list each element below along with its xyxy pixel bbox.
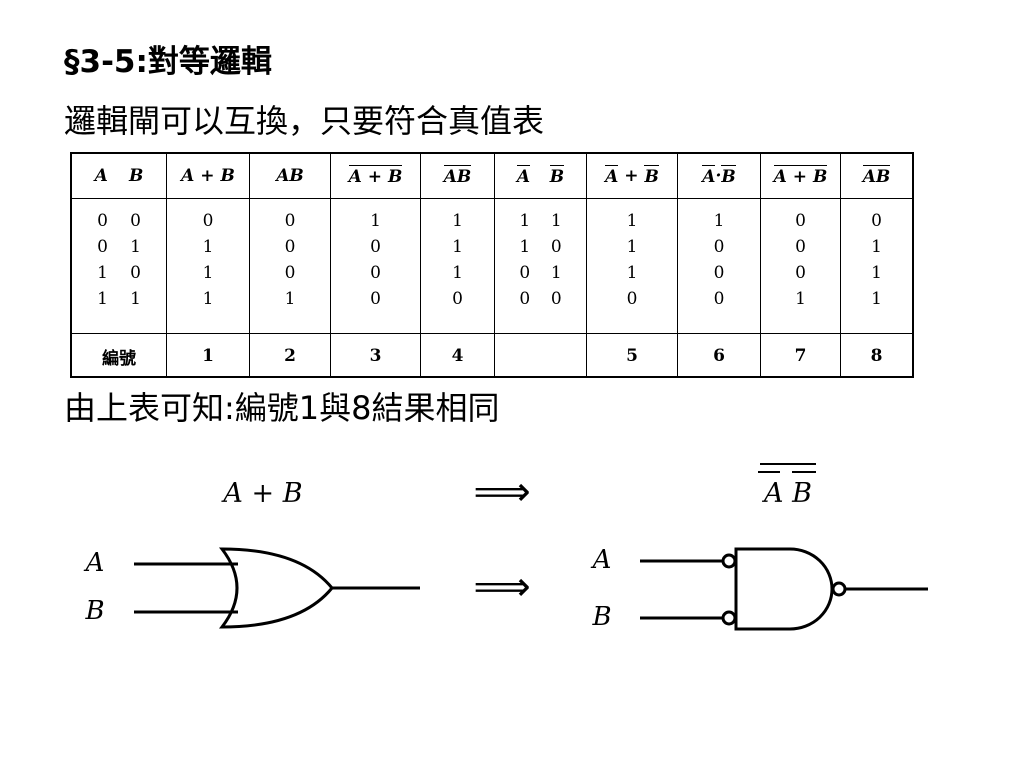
truth-value: 0 [284,263,296,283]
implies-arrow-bottom: ⟹ [473,564,530,610]
page-title: §3-5:對等邏輯 [64,44,272,80]
truth-value: 0 [284,237,296,257]
svg-text:A B: A B [761,478,812,509]
column-values: 1 1 1 0 [627,210,638,344]
truth-value: 0 [550,289,562,309]
conclusion-text: 由上表可知:編號1與8結果相同 [64,389,500,427]
truth-value: 1 [713,211,725,231]
truth-value: 0 [452,289,463,309]
column-values: 0 1 1 1 [203,210,214,344]
left-expression: A + B [220,478,302,509]
truth-value: 0 [795,237,806,257]
truth-value: 1 [795,289,806,309]
truth-value: 0 [713,263,725,283]
truth-value: 1 [550,263,562,283]
truth-value: 0 [370,237,381,257]
svg-text:B: B [84,596,104,626]
truth-value: 0 [550,237,562,257]
subtitle: 邏輯閘可以互換，只要符合真值表 [64,102,545,140]
truth-value: 0 [795,211,806,231]
column-values: 1 1 1 0 [452,210,463,344]
truth-value: 0 [519,263,531,283]
truth-value: 1 [519,237,531,257]
truth-value: 1 [626,211,638,231]
truth-value: 1 [130,237,141,257]
truth-value: 1 [452,237,463,257]
truth-value: 1 [202,263,214,283]
truth-value: 1 [452,263,463,283]
truth-value: 1 [626,263,638,283]
truth-value: 0 [202,211,214,231]
truth-value: 1 [202,289,214,309]
truth-value: 0 [795,263,806,283]
input-b-values: 0 1 0 1 [130,210,141,344]
a-bar-values: 1 1 0 0 [519,210,530,344]
or-gate: A B [84,547,420,629]
truth-value: 1 [626,237,638,257]
column-values: 0 0 0 1 [795,210,806,344]
truth-value: 0 [97,237,108,257]
truth-value: 1 [871,263,882,283]
truth-value: 0 [284,211,296,231]
svg-text:A: A [591,545,612,575]
truth-value: 0 [370,289,381,309]
truth-value: 0 [130,263,141,283]
truth-value: 1 [550,211,562,231]
svg-text:B: B [591,602,611,632]
truth-value: 0 [97,211,108,231]
svg-text:A: A [84,548,105,578]
truth-value: 1 [370,211,381,231]
truth-value: 1 [452,211,463,231]
truth-value: 0 [370,263,381,283]
input-a-values: 0 0 1 1 [97,210,108,344]
truth-value: 1 [871,237,882,257]
column-values: 0 0 0 1 [285,210,296,344]
truth-value: 0 [871,211,882,231]
truth-value: 0 [713,237,725,257]
truth-value: 1 [871,289,882,309]
truth-value: 1 [130,289,141,309]
right-expression: A B [758,463,816,509]
number-label: 編號 [72,333,166,378]
truth-value: 1 [284,289,296,309]
nand-gate: A B [591,545,928,632]
b-bar-values: 1 0 1 0 [551,210,562,344]
truth-value: 0 [713,289,725,309]
truth-value: 0 [130,211,141,231]
truth-value: 1 [519,211,531,231]
column-values: 0 1 1 1 [871,210,882,344]
truth-value: 1 [97,289,108,309]
column-values: 1 0 0 0 [370,210,381,344]
truth-value: 1 [202,237,214,257]
column-values: 1 0 0 0 [714,210,725,344]
truth-value: 0 [519,289,531,309]
implies-arrow-top: ⟹ [473,469,530,515]
truth-value: 1 [97,263,108,283]
truth-value: 0 [626,289,638,309]
